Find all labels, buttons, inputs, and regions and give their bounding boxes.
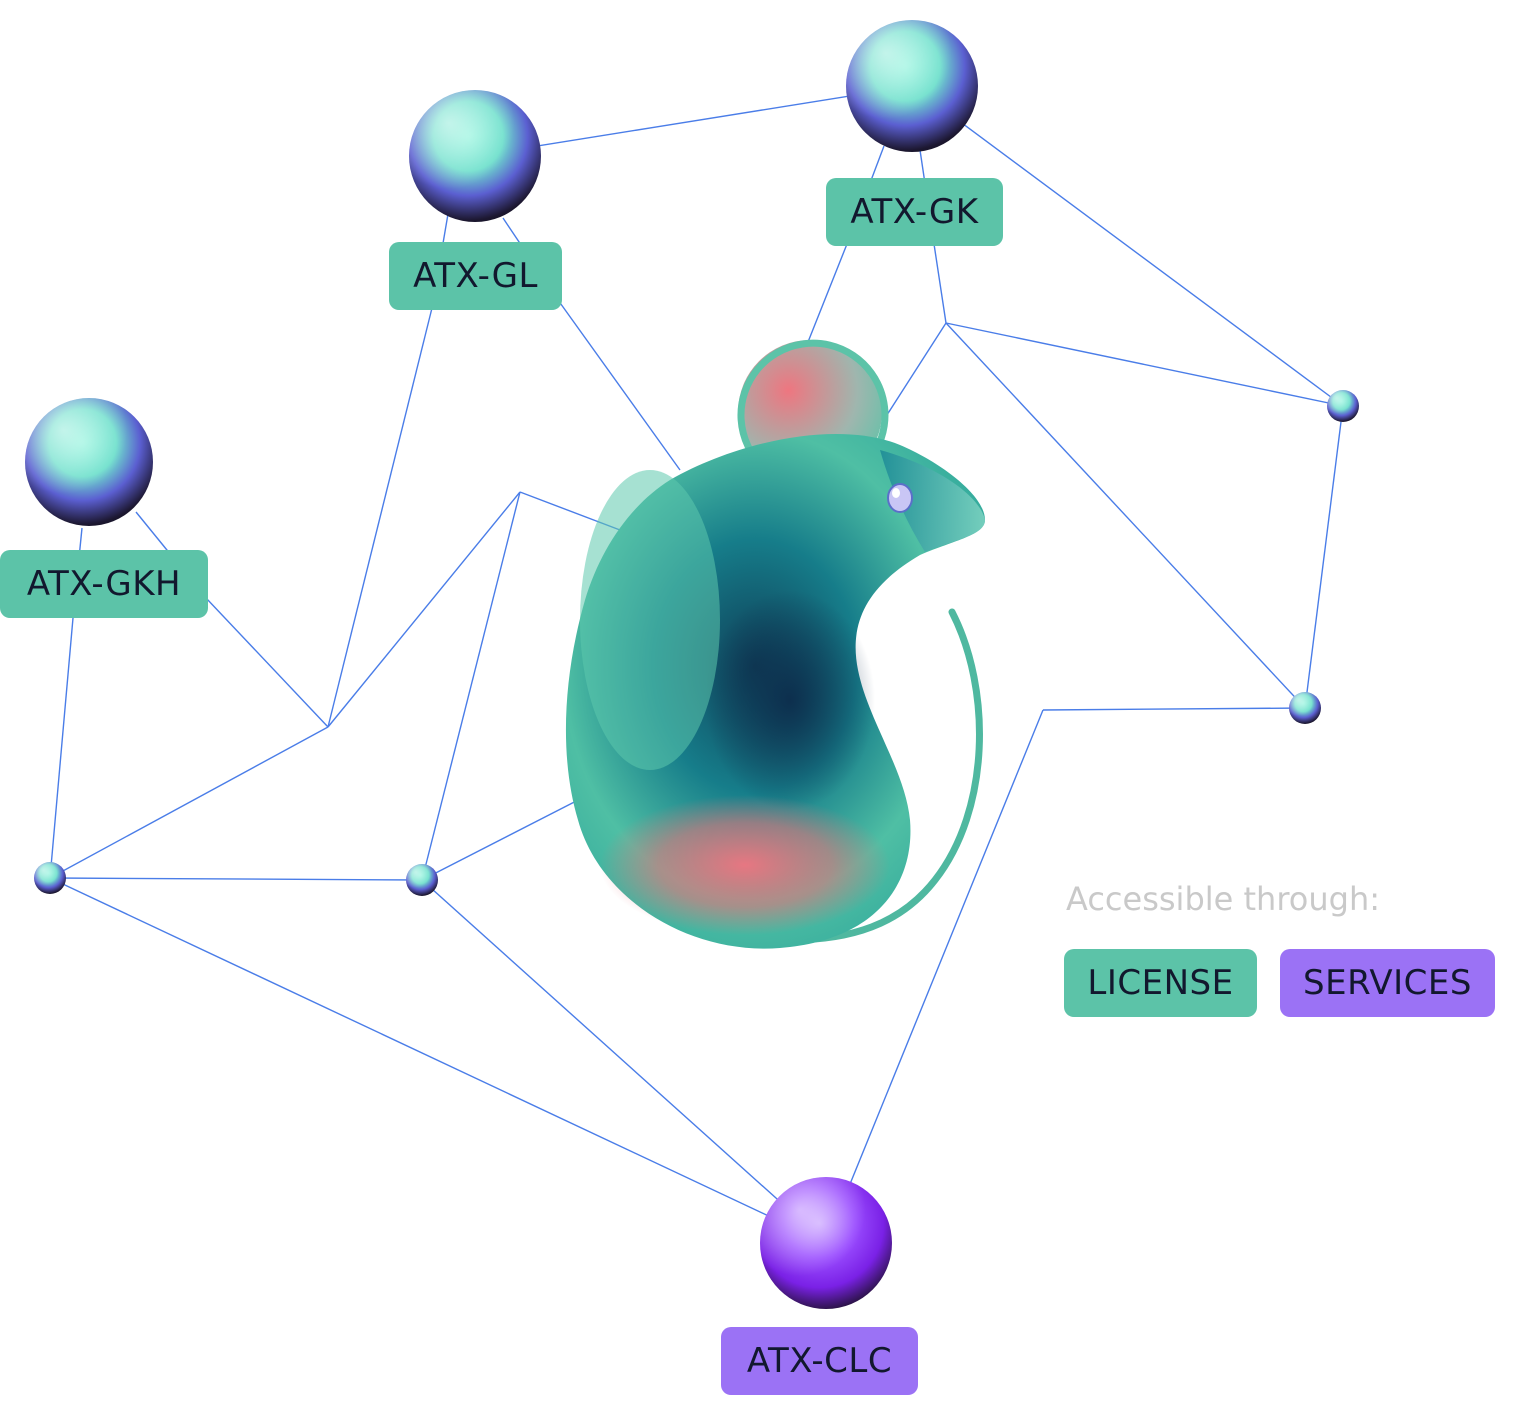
network-edge-sL-clc bbox=[49, 877, 827, 1244]
node-label-gk-text: ATX-GK bbox=[850, 192, 979, 232]
mouse-dark-patch bbox=[705, 590, 875, 810]
network-edge-glLB-j1 bbox=[327, 307, 433, 728]
network-edge-j3-sR1 bbox=[945, 322, 1344, 407]
mouse-illustration bbox=[565, 339, 985, 949]
network-edge-sM-m3 bbox=[421, 794, 589, 881]
node-label-gkh: ATX-GKH bbox=[0, 550, 208, 618]
network-edge-j2-sM bbox=[421, 491, 521, 881]
network-edge-gl-gk bbox=[474, 85, 913, 157]
network-orbs bbox=[25, 20, 1359, 1309]
mouse-tail bbox=[786, 608, 983, 944]
network-orb-highlight-gl bbox=[409, 90, 541, 222]
network-orb-highlight-sL bbox=[34, 862, 66, 894]
network-orb-highlight-sR1 bbox=[1327, 390, 1359, 422]
license-badge-text: LICENSE bbox=[1087, 963, 1234, 1003]
network-edge-gk-sR1 bbox=[911, 85, 1344, 407]
network-edge-gkhRB-j1 bbox=[205, 597, 329, 728]
network-edge-glRB-m1 bbox=[557, 299, 681, 471]
network-orb-highlight-sR2 bbox=[1289, 692, 1321, 724]
mouse-light-patch bbox=[580, 470, 720, 770]
node-label-clc: ATX-CLC bbox=[721, 1327, 918, 1395]
network-edge-j4-clc bbox=[825, 709, 1044, 1244]
network-edge-sR2-j4 bbox=[1042, 707, 1306, 711]
network-orb-highlight-sM bbox=[406, 864, 438, 896]
network-edge-j1-j2 bbox=[327, 491, 521, 728]
mouse-pink-patch bbox=[600, 795, 890, 935]
network-edge-gkRB-j3 bbox=[933, 243, 947, 324]
network-edge-gkhLB-sL bbox=[49, 617, 74, 879]
services-badge: SERVICES bbox=[1280, 949, 1495, 1017]
node-label-gkh-text: ATX-GKH bbox=[26, 564, 182, 604]
network-orb-highlight-clc bbox=[760, 1177, 892, 1309]
mouse-eye-highlight bbox=[892, 488, 900, 498]
network-edge-j3-sR2 bbox=[945, 322, 1306, 709]
network-edge-j1-sL bbox=[49, 726, 329, 879]
node-label-gl-text: ATX-GL bbox=[413, 256, 538, 296]
network-orb-highlight-gk bbox=[846, 20, 978, 152]
network-edge-sR1-sR2 bbox=[1304, 405, 1344, 709]
network-edge-sM-clc bbox=[421, 879, 827, 1244]
node-label-gl: ATX-GL bbox=[389, 242, 562, 310]
network-edge-gkLB-m4 bbox=[807, 243, 848, 343]
mouse-snout bbox=[880, 450, 985, 552]
network-orb-highlight-gkh bbox=[25, 398, 153, 526]
mouse-ear-rim bbox=[737, 339, 889, 471]
mouse-eye bbox=[887, 483, 913, 513]
network-edge-sL-sM bbox=[49, 877, 423, 881]
access-caption: Accessible through: bbox=[1066, 880, 1381, 918]
network-edges bbox=[49, 85, 1344, 1244]
license-badge: LICENSE bbox=[1064, 949, 1257, 1017]
network-edge-j3-m5 bbox=[884, 322, 947, 419]
services-badge-text: SERVICES bbox=[1303, 963, 1472, 1003]
node-label-gk: ATX-GK bbox=[826, 178, 1003, 246]
node-label-clc-text: ATX-CLC bbox=[746, 1341, 893, 1381]
